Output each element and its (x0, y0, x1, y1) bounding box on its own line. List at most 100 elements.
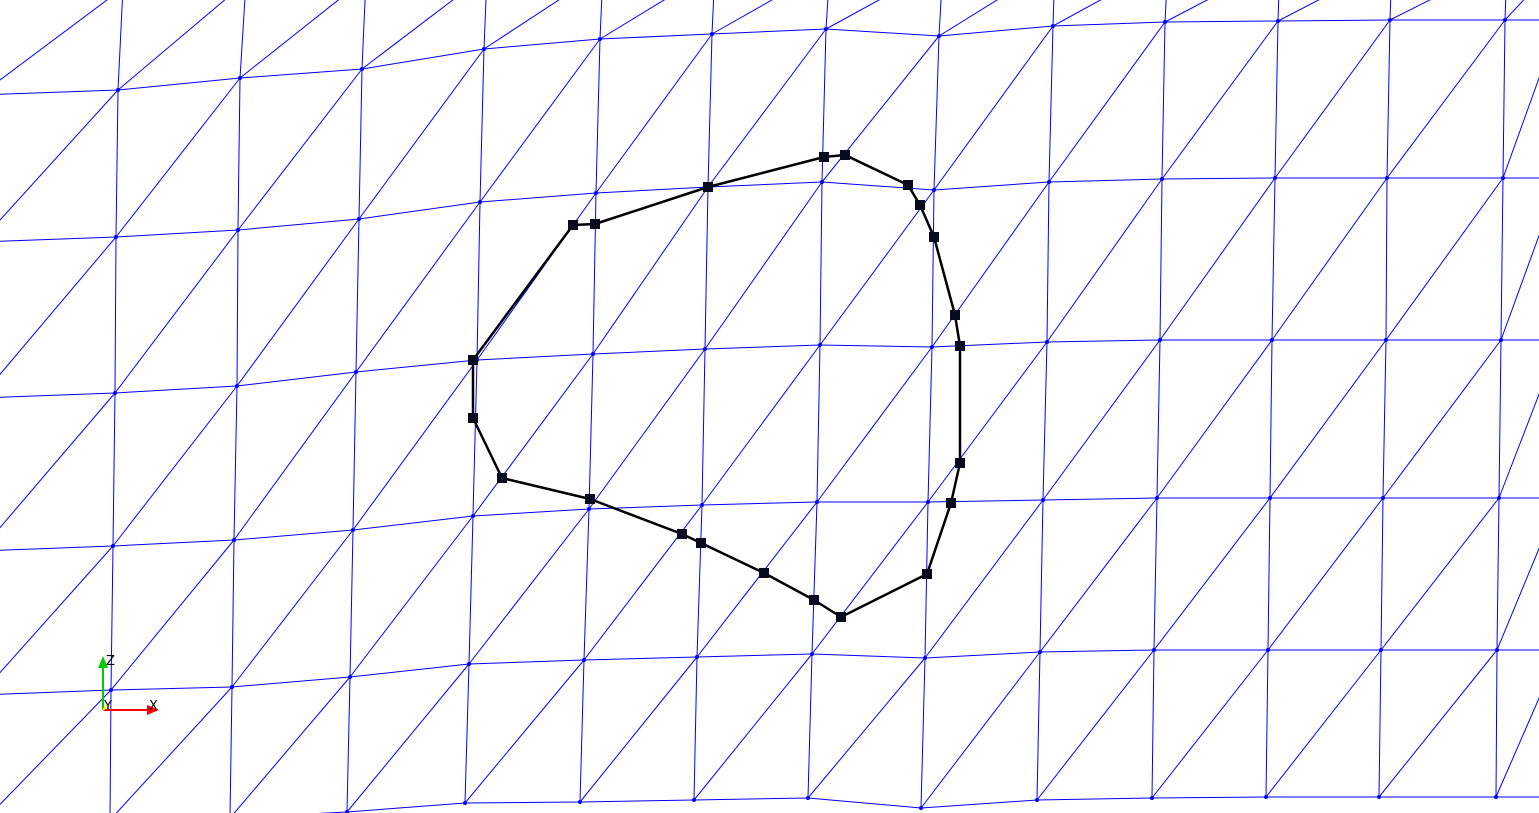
mesh-edge-vertical (1495, 649, 1498, 798)
mesh-edge-horizontal (920, 799, 1038, 809)
mesh-node (932, 188, 936, 192)
mesh-node (463, 801, 467, 805)
mesh-node (1038, 650, 1042, 654)
mesh-edge-diagonal (1389, 0, 1431, 21)
mesh-edge-vertical (233, 385, 238, 541)
boundary-node-marker[interactable] (468, 413, 478, 423)
boundary-node-marker[interactable] (585, 494, 595, 504)
boundary-node-marker[interactable] (497, 473, 507, 483)
mesh-edge-diagonal (479, 38, 601, 203)
mesh-edge-horizontal (588, 504, 703, 510)
mesh-edge-diagonal (0, 545, 114, 674)
mesh-edge-vertical (239, 0, 246, 79)
mesh-edge-diagonal (1159, 177, 1276, 341)
mesh-node (1270, 338, 1274, 342)
mesh-edge-vertical (352, 371, 357, 531)
mesh-edge-diagonal (696, 501, 818, 658)
mesh-edge-diagonal (819, 189, 935, 346)
mesh-node (923, 656, 927, 660)
mesh-edge-diagonal (583, 504, 703, 661)
mesh-node (587, 507, 591, 511)
boundary-node-marker[interactable] (568, 220, 578, 230)
boundary-node-marker[interactable] (809, 595, 819, 605)
mesh-edge-diagonal (1386, 19, 1506, 179)
x-axis-arrowhead (147, 705, 159, 715)
mesh-edge-vertical (1274, 20, 1279, 179)
mesh-node (1047, 180, 1051, 184)
mesh-node (114, 235, 118, 239)
mesh-edge-horizontal (927, 499, 1044, 503)
mesh-edge-horizontal (115, 229, 239, 238)
boundary-node-marker[interactable] (836, 612, 846, 622)
mesh-node (1045, 340, 1049, 344)
mesh-edge-diagonal (237, 68, 363, 231)
mesh-edge-vertical (355, 218, 360, 373)
mesh-node (345, 810, 349, 813)
mesh-edge-diagonal (711, 0, 773, 35)
mesh-node (1152, 648, 1156, 652)
y-axis-label: Y (103, 699, 112, 714)
mesh-edge-diagonal (1498, 393, 1539, 499)
mesh-edge-horizontal (464, 801, 581, 804)
mesh-node (815, 500, 819, 504)
mesh-node (1388, 18, 1392, 22)
mesh-edge-diagonal (811, 501, 929, 655)
boundary-node-marker[interactable] (950, 310, 960, 320)
mesh-edge-vertical (109, 689, 112, 813)
boundary-node-marker[interactable] (922, 569, 932, 579)
boundary-node-marker[interactable] (590, 219, 600, 229)
mesh-edge-vertical (693, 656, 698, 801)
mesh-edge-horizontal (1161, 177, 1276, 180)
mesh-edge-vertical (938, 0, 942, 37)
mesh-edge-diagonal (592, 186, 709, 355)
mesh-edge-vertical (468, 515, 474, 665)
mesh-edge-diagonal (1382, 339, 1502, 499)
boundary-node-marker[interactable] (915, 200, 925, 210)
mesh-edge-diagonal (110, 539, 235, 691)
mesh-node (700, 503, 704, 507)
mesh-edge-horizontal (110, 686, 233, 691)
boundary-node-marker[interactable] (840, 150, 850, 160)
mesh-edge-vertical (1046, 181, 1050, 343)
boundary-node-marker[interactable] (955, 458, 965, 468)
mesh-edge-horizontal (0, 689, 112, 695)
mesh-edge-horizontal (358, 201, 481, 220)
mesh-edge-vertical (1385, 177, 1388, 341)
mesh-edge-horizontal (696, 653, 813, 658)
mesh-edge-vertical (825, 0, 829, 30)
mesh-node (692, 798, 696, 802)
mesh-edge-vertical (472, 359, 478, 517)
mesh-node (230, 685, 234, 689)
boundary-node-marker[interactable] (468, 355, 478, 365)
mesh-edge-horizontal (711, 28, 827, 35)
boundary-node-marker[interactable] (946, 498, 956, 508)
boundary-node-marker[interactable] (955, 341, 965, 351)
mesh-node (467, 662, 471, 666)
mesh-node (598, 37, 602, 41)
mesh-edge-horizontal (1039, 649, 1155, 653)
boundary-node-marker[interactable] (903, 180, 913, 190)
boundary-polyline (468, 150, 965, 622)
mesh-edge-vertical (1156, 339, 1161, 499)
boundary-node-marker[interactable] (703, 182, 713, 192)
mesh-edge-diagonal (1502, 76, 1539, 179)
mesh-edge-diagonal (0, 236, 117, 376)
mesh-edge-horizontal (352, 515, 474, 531)
boundary-node-marker[interactable] (677, 529, 687, 539)
mesh-node (582, 658, 586, 662)
mesh-node (1501, 176, 1505, 180)
mesh-node (810, 652, 814, 656)
mesh-edge-vertical (931, 189, 935, 348)
mesh-node (710, 32, 714, 36)
boundary-node-marker[interactable] (696, 538, 706, 548)
mesh-edge-horizontal (595, 186, 709, 194)
mesh-edge-horizontal (0, 236, 117, 242)
boundary-node-marker[interactable] (819, 152, 829, 162)
mesh-edge-diagonal (1265, 649, 1382, 798)
boundary-node-marker[interactable] (929, 232, 939, 242)
mesh-edge-vertical (592, 192, 597, 355)
boundary-node-marker[interactable] (759, 568, 769, 578)
mesh-node (937, 34, 941, 38)
